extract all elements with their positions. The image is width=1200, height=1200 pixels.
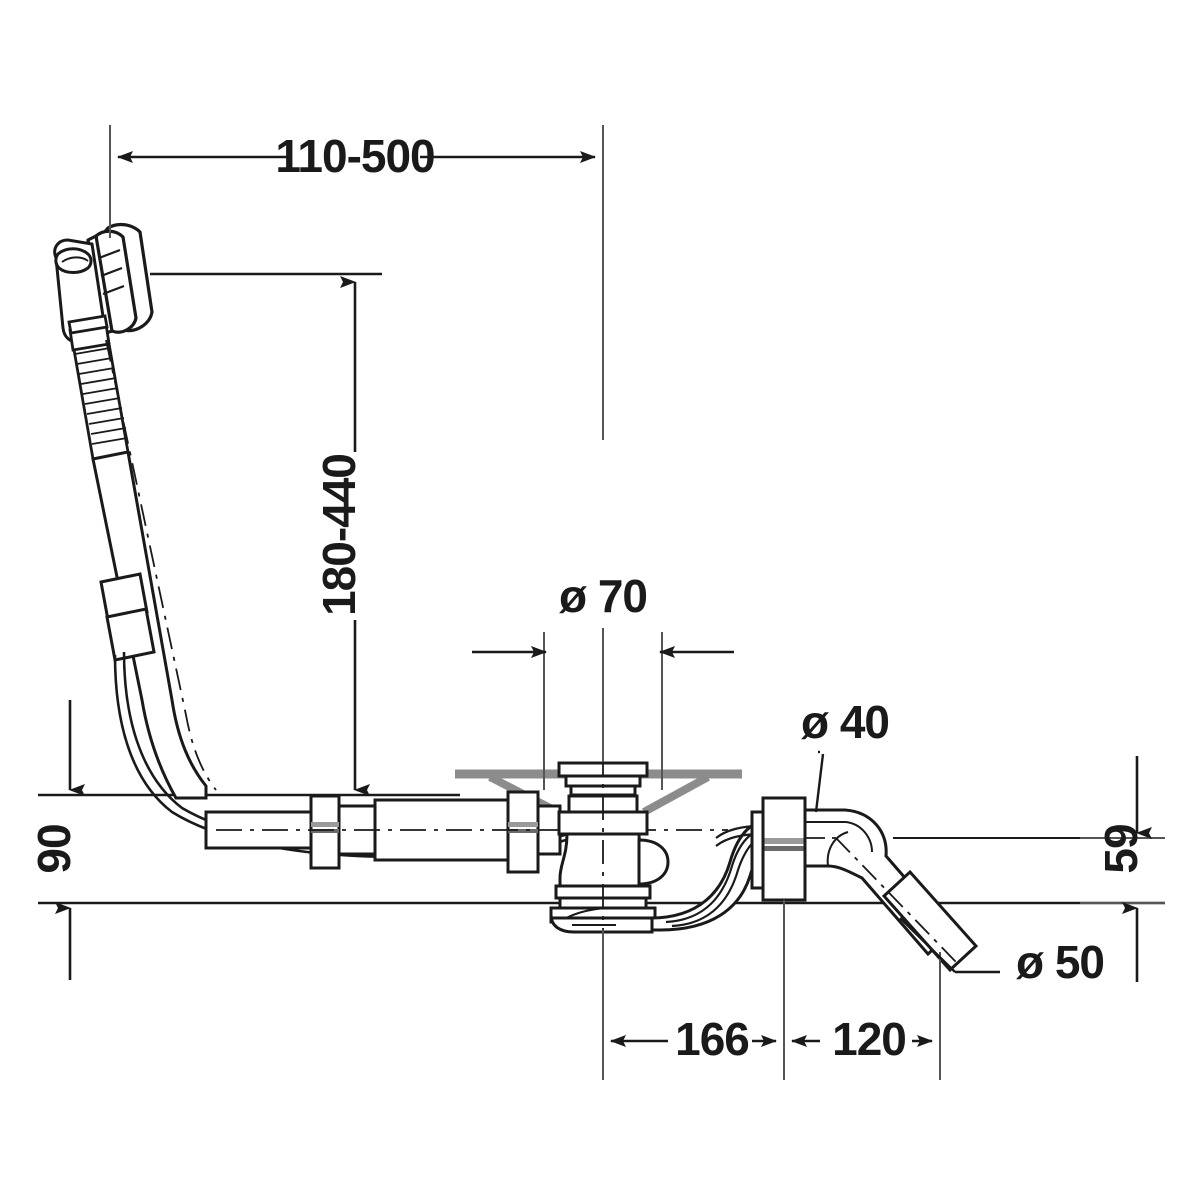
pipe-collar-left xyxy=(309,794,341,870)
dimension-90: 90 xyxy=(28,700,85,980)
dimension-diameter-40: ø 40 xyxy=(801,696,890,813)
dimension-label-110-500: 110-500 xyxy=(275,130,434,182)
drain-bottom-plate xyxy=(549,906,654,934)
dimension-label-166: 166 xyxy=(675,1013,749,1065)
dimension-166: 166 xyxy=(610,1013,777,1065)
dimension-label-59: 59 xyxy=(1095,824,1147,873)
outlet-elbow-detail xyxy=(805,821,873,867)
dimension-label-diameter-70: ø 70 xyxy=(559,570,647,622)
dimension-label-diameter-40: ø 40 xyxy=(801,696,889,748)
dimension-label-180-440: 180-440 xyxy=(313,454,365,616)
dimension-180-440: 180-440 xyxy=(150,272,382,796)
pop-up-drain-plug xyxy=(557,761,649,797)
dimension-label-90: 90 xyxy=(28,824,80,873)
outlet-pipe-end xyxy=(881,869,979,973)
dimension-label-120: 120 xyxy=(832,1013,906,1065)
dimension-diameter-50: ø 50 xyxy=(899,917,1105,988)
dimension-diameter-70: ø 70 xyxy=(472,570,734,658)
riser-collars xyxy=(99,572,156,662)
dimension-110-500: 110-500 xyxy=(117,130,596,182)
outlet-centreline xyxy=(805,837,957,963)
overflow-body xyxy=(53,238,108,344)
corrugated-flexible-hose xyxy=(67,314,130,461)
overflow-cover-detail xyxy=(98,248,125,296)
dimension-label-diameter-50: ø 50 xyxy=(1016,936,1104,988)
outlet-connection-nut xyxy=(750,796,807,902)
pipe-collar-right xyxy=(506,790,540,874)
dimension-120: 120 xyxy=(791,1013,933,1065)
riser-centreline xyxy=(105,339,217,791)
extension-lines xyxy=(109,125,1165,1080)
dimension-59: 59 xyxy=(1095,756,1152,982)
